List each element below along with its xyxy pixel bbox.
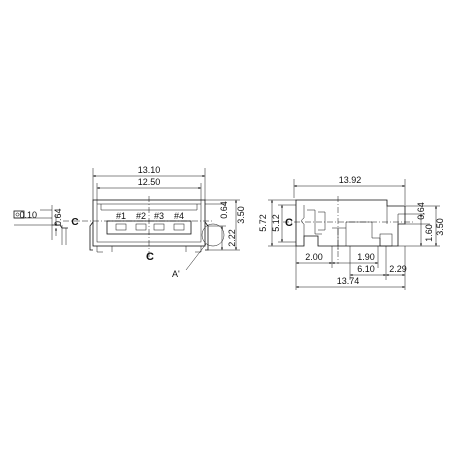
pin-label-2: #2 [136,211,146,221]
side-height-a-dim: 1.60 [424,224,434,242]
front-slot-height-dim: 2.22 [227,229,237,247]
front-width-dim: 13.10 [138,165,161,175]
side-dim-610: 6.10 [357,264,375,274]
pin-contact-3 [153,223,165,231]
side-body [295,199,406,247]
side-length-dim: 13.92 [339,175,362,185]
front-height-dim: 3.50 [236,206,246,224]
pin-label-4: #4 [174,211,184,221]
front-inner-width-dim: 12.50 [138,177,161,187]
side-solder-tab [379,233,393,247]
side-height-inner-dim: 5.12 [271,214,281,232]
front-view: 13.10 12.50 #1 #2 #3 #4 C A' [82,165,246,279]
side-height-b-dim: 3.50 [435,218,445,236]
pin-contact-1 [115,223,127,231]
pin-label-1: #1 [116,211,126,221]
pin-contact-4 [173,223,185,231]
front-top-offset-dim: 0.64 [219,201,229,219]
pin-contact-2 [135,223,147,231]
detail-center-mark: C [71,217,78,228]
detail-thickness-dim: 0.10 [19,210,37,220]
side-center-mark: C [285,217,293,229]
side-base-length-dim: 13.74 [337,276,360,286]
detail-hole [15,212,20,217]
detail-view: 0.10 0.64 C [13,205,82,245]
side-dim-229: 2.29 [389,264,407,274]
pin-label-3: #3 [154,211,164,221]
side-dim-200: 2.00 [305,252,323,262]
side-top-offset-dim: 0.64 [416,202,426,220]
side-height-outer-dim: 5.72 [258,214,268,232]
detail-offset-dim: 0.64 [53,208,63,226]
detail-callout-circle [201,223,225,247]
section-label: A' [172,269,180,279]
front-center-mark: C [146,251,154,263]
side-view: 13.92 C 5.72 5.12 0. [258,175,445,290]
side-dim-190: 1.90 [357,252,375,262]
